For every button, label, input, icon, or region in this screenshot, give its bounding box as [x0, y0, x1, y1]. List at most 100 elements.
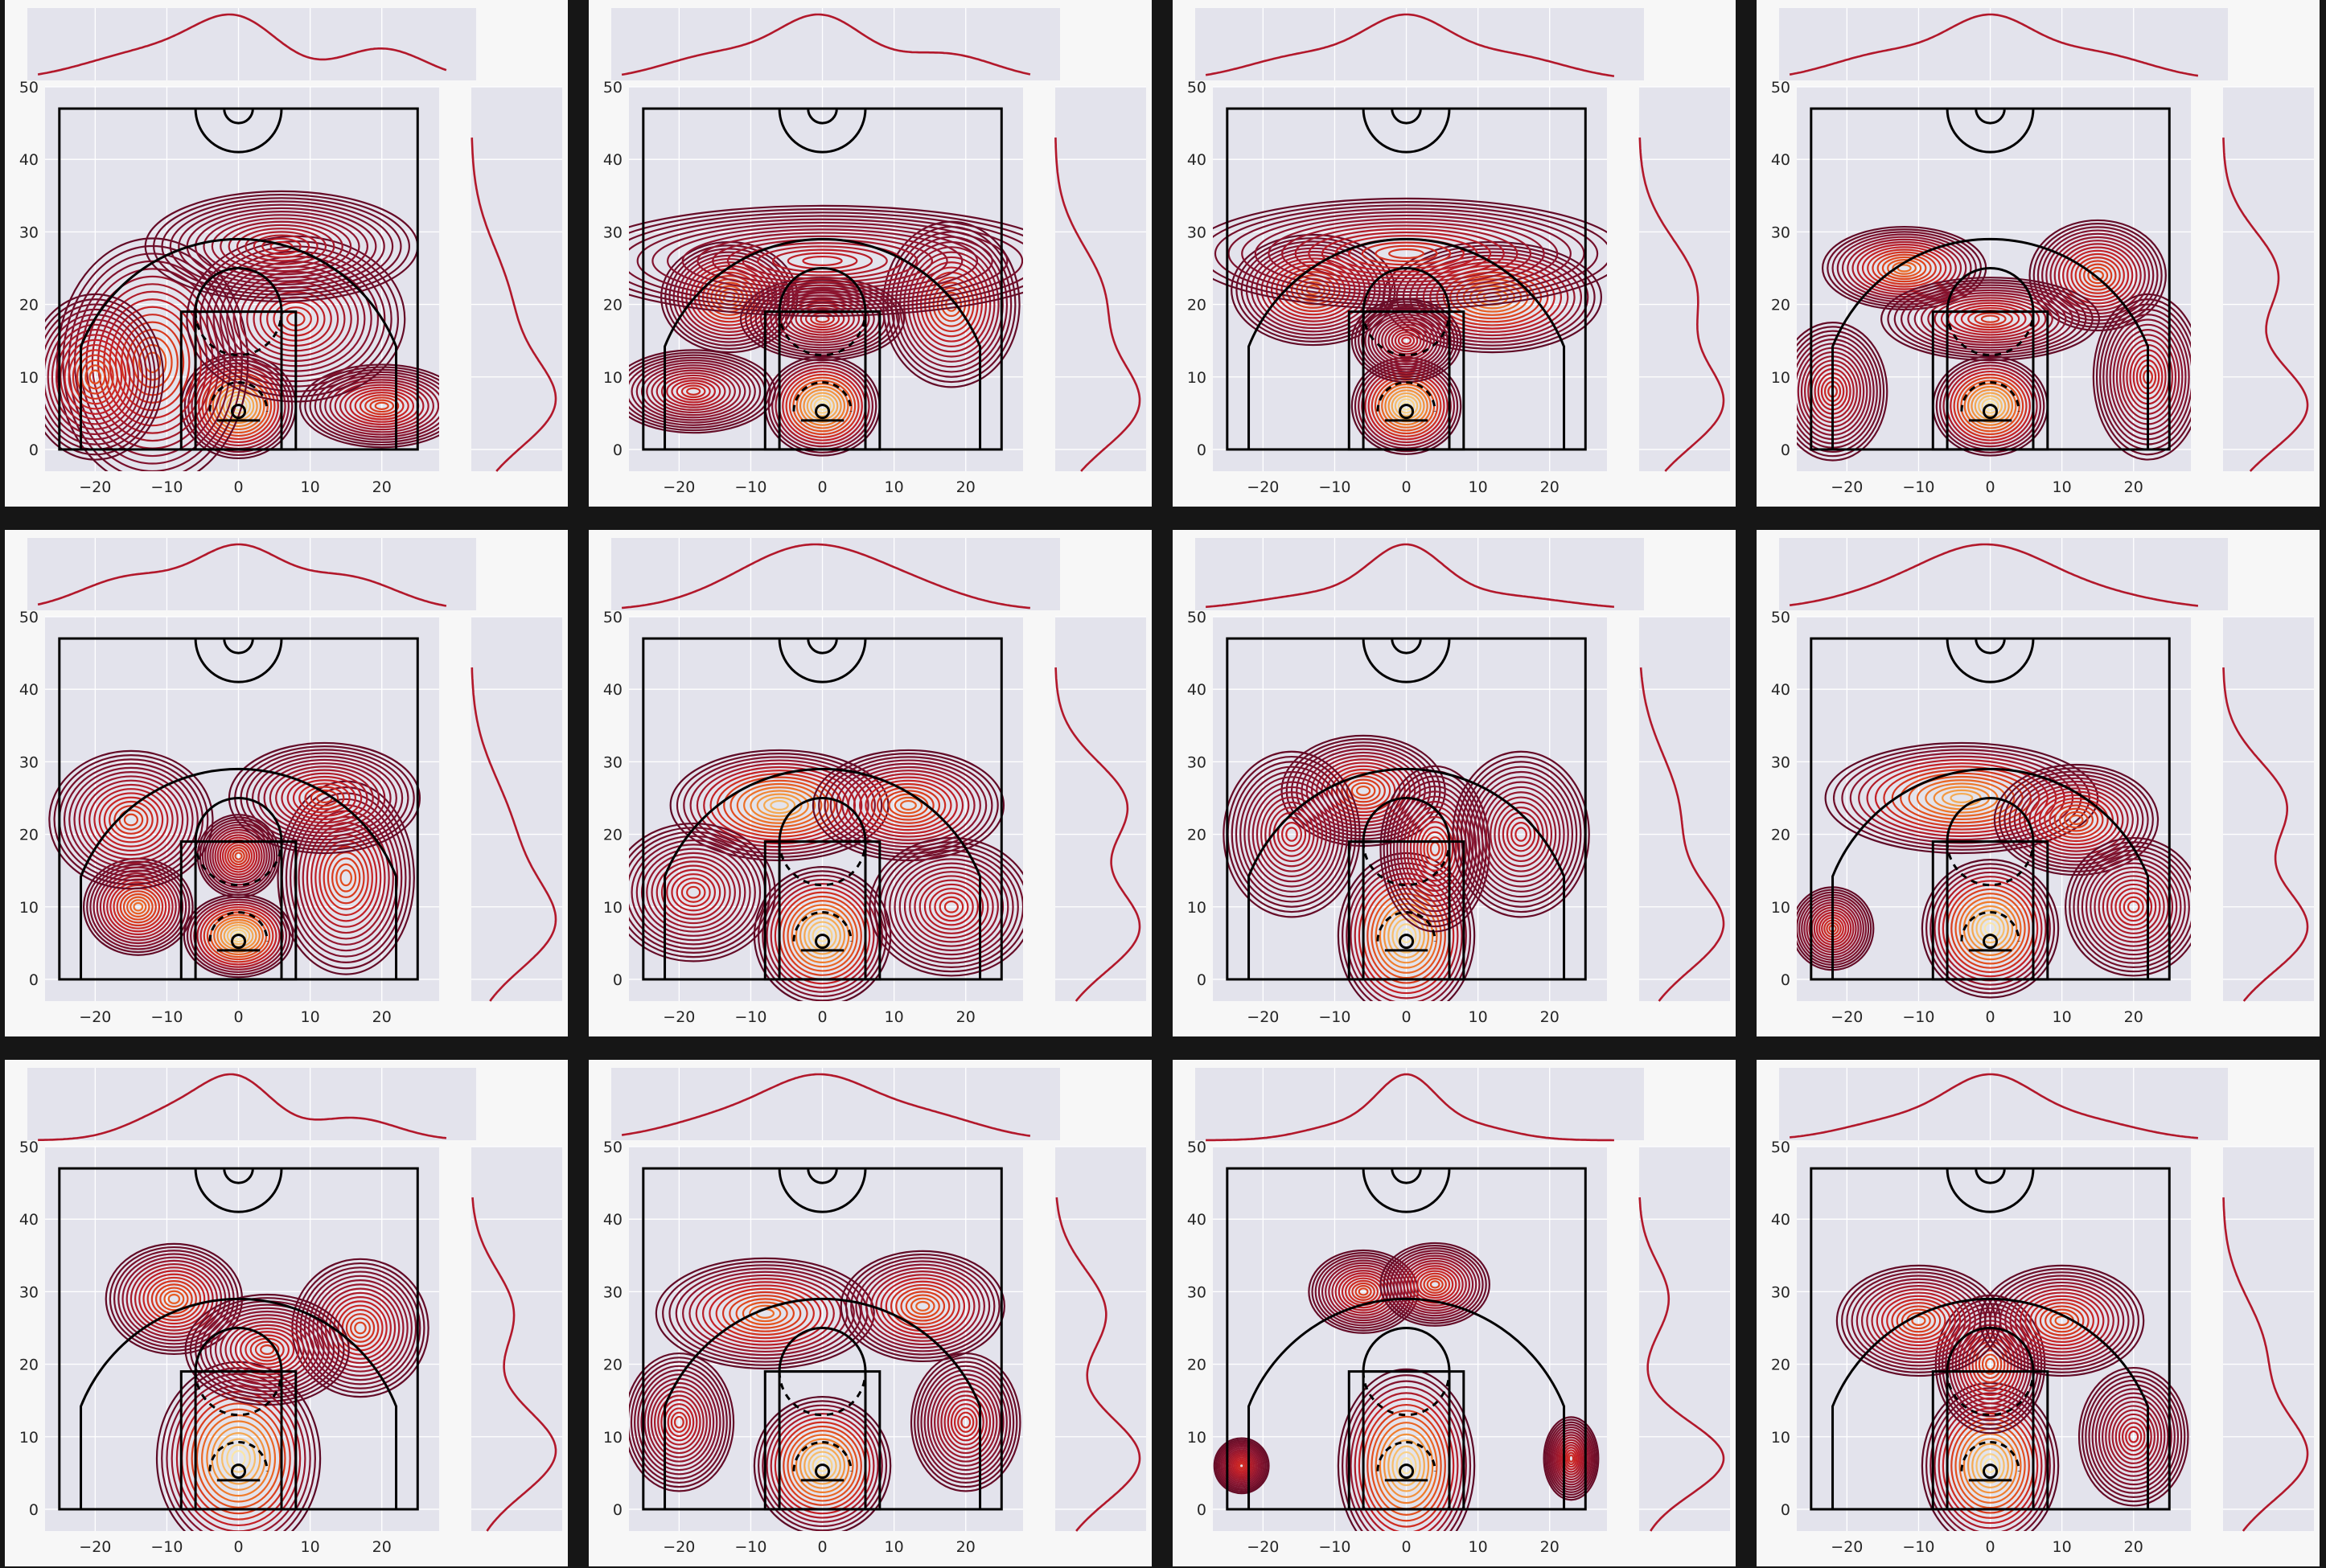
kde-contour-h4-l9 [940, 1390, 992, 1455]
y-tick-label: 50 [603, 1139, 623, 1156]
kde-contour-h2-l7 [2057, 243, 2138, 308]
kde-contour-h4-l6 [78, 775, 184, 864]
kde-contour-h4-l7 [903, 866, 999, 947]
kde-contour-h3-l15 [1388, 248, 1425, 259]
y-tick-label: 40 [1187, 151, 1206, 169]
kde-contour-h0-l11 [1383, 1433, 1430, 1498]
side-marginal-kde-line [2222, 138, 2309, 472]
kde-contour-h5-l6 [194, 211, 369, 282]
kde-contour-h2-l2 [201, 819, 276, 893]
kde-contour-h0-l2 [1346, 1380, 1467, 1531]
side-marginal-grid [471, 1146, 562, 1510]
court-lines [58, 637, 419, 981]
kde-contour-h3-l11 [1268, 807, 1315, 863]
kde-contours [1213, 1242, 1600, 1531]
kde-contour-h0-l14 [226, 1443, 251, 1473]
kde-contour-h5-l3 [169, 200, 394, 293]
kde-contour-h5-l10 [228, 224, 335, 269]
kde-contour-h3-l13 [331, 857, 361, 898]
kde-contour-h1-l0 [1824, 741, 2099, 855]
kde-contour-h0-l7 [1950, 1418, 2030, 1514]
x-tick-label: 20 [956, 1008, 976, 1026]
kde-contour-h1-l9 [1965, 1332, 2016, 1396]
kde-contour-h0-l9 [1375, 897, 1438, 974]
kde-contour-h3-l9 [229, 1324, 305, 1376]
kde-contour-h1-l6 [91, 283, 214, 442]
kde-contour-h3-l4 [204, 1307, 330, 1393]
y-tick-label: 30 [19, 753, 39, 771]
kde-contour-h4-l3 [2088, 1379, 2180, 1494]
kde-contour-h3-l4 [1219, 1443, 1264, 1488]
y-tick-label: 30 [603, 1283, 623, 1301]
kde-contour-h4-l11 [2114, 1413, 2152, 1460]
three-point-line [80, 237, 398, 449]
center-circle-inner [223, 638, 254, 655]
kde-contour-h2-l5 [1396, 1254, 1474, 1315]
kde-contour-h0-l8 [1954, 893, 2026, 965]
kde-contour-h3-l4 [1241, 211, 1572, 297]
kde-contour-h3-l15 [1285, 827, 1298, 842]
kde-contour-h4-l7 [646, 367, 742, 417]
kde-contour-h0-l6 [1371, 374, 1442, 437]
kde-contour-h3-l10 [68, 343, 123, 410]
kde-contour-h1-l8 [1861, 246, 1947, 290]
kde-contour-h2-l5 [209, 826, 268, 886]
kde-contour-h4-l13 [934, 892, 969, 922]
kde-contour-h4-l3 [2077, 849, 2190, 964]
kde-contour-h4-l4 [923, 1369, 1008, 1476]
center-circle-inner [1975, 638, 2006, 655]
kde-contour-h3-l7 [1927, 294, 2053, 344]
kde-contour-h4-l12 [929, 888, 974, 926]
x-tick-label: −10 [734, 1538, 766, 1556]
kde-contour-h2-l0 [299, 363, 439, 449]
kde-contour-h1-l5 [1416, 257, 1569, 337]
kde-contour-h1-l8 [103, 298, 203, 427]
kde-contour-h3-l1 [1213, 201, 1607, 306]
kde-contour-h1-l14 [762, 796, 796, 815]
kde-contour-h3-l0 [739, 277, 906, 362]
kde-contour-h2-l13 [1423, 831, 1447, 867]
kde-contour-h3-l2 [1216, 1440, 1267, 1491]
kde-contours [629, 204, 1023, 457]
y-tick-label: 20 [1187, 827, 1206, 844]
free-throw-circle-top [194, 796, 283, 842]
kde-contour-h0-l7 [1956, 376, 2024, 436]
y-tick-label: 0 [1781, 1501, 1790, 1519]
y-tick-label: 0 [29, 971, 39, 989]
kde-contour-h0-l14 [1397, 398, 1416, 414]
kde-contour-h3-l1 [189, 1297, 345, 1402]
kde-contour-h1-l6 [695, 1278, 835, 1349]
kde-contour-h3-l2 [285, 792, 407, 963]
side-marginal-grid [1055, 616, 1146, 980]
kde-contour-h4-l3 [920, 1365, 1012, 1480]
kde-contour-h0-l1 [1925, 1387, 2056, 1531]
kde-contour-h4-l11 [923, 883, 979, 930]
kde-contour-h5-l2 [161, 197, 402, 296]
y-tick-label: 30 [19, 1283, 39, 1301]
kde-contour-h0-l4 [770, 883, 875, 989]
x-tick-label: 20 [1540, 1008, 1560, 1026]
court-lane-inner [194, 840, 283, 981]
kde-contour-h2-l12 [900, 1291, 946, 1322]
kde-contours [105, 1242, 429, 1531]
y-tick-label: 0 [1197, 971, 1206, 989]
kde-contour-h0-l9 [791, 1434, 854, 1498]
kde-contour-h4-l3 [1547, 1423, 1595, 1493]
x-tick-label: 0 [1985, 478, 1995, 496]
kde-contour-h0-l3 [171, 1378, 306, 1531]
center-circle-inner [807, 1168, 838, 1184]
kde-contour-h5-l8 [697, 232, 948, 290]
kde-contour-h1-l6 [1310, 755, 1416, 827]
kde-contour-h5-l9 [220, 220, 343, 273]
kde-contour-h3-l2 [1989, 1271, 2135, 1370]
top-marginal-kde-line [1205, 13, 1615, 77]
center-circle-inner [1975, 108, 2006, 125]
side-marginal-grid [2223, 86, 2314, 450]
kde-contour-h3-l4 [631, 839, 756, 946]
kde-contour-h0-l7 [1366, 888, 1446, 984]
kde-contour-h4-l0 [48, 749, 214, 890]
kde-contour-h2-l15 [354, 1321, 367, 1335]
kde-contour-h4-l2 [917, 1361, 1015, 1484]
kde-contour-h3-l15 [260, 1344, 275, 1356]
kde-contour-h1-l5 [1866, 758, 2057, 838]
